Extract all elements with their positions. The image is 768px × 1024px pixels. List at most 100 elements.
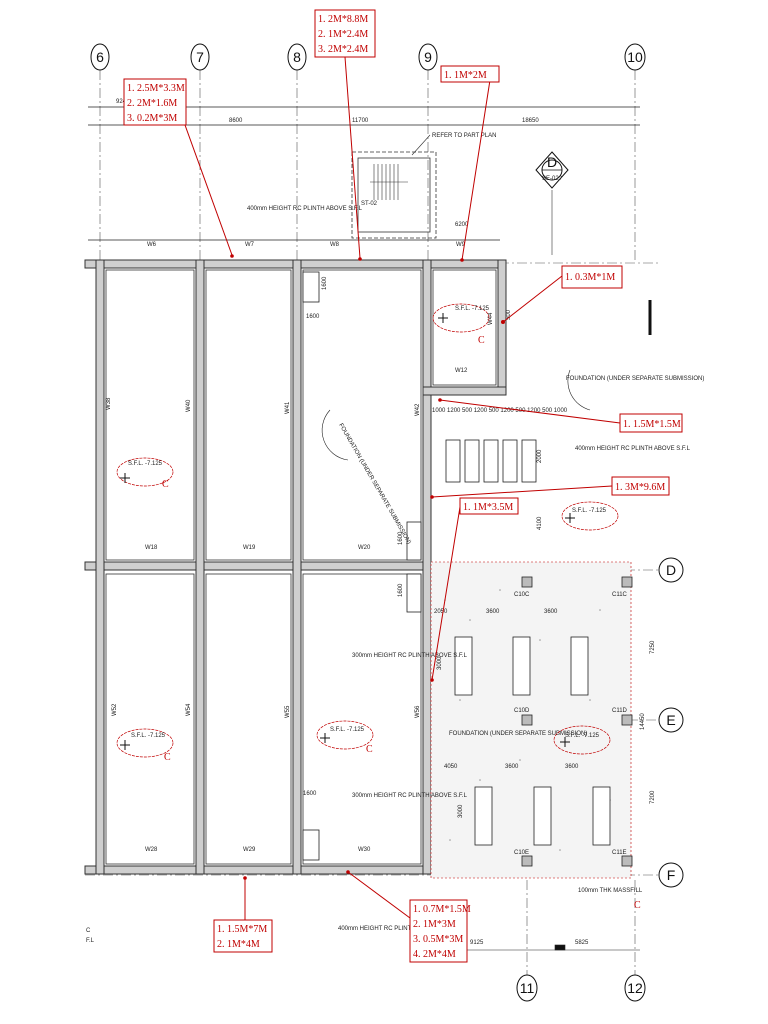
svg-text:1. 1M*2M: 1. 1M*2M (444, 70, 487, 81)
annotation-box-8: 1. 1.5M*7M 2. 1M*4M (213, 919, 273, 953)
annotation-box-5: 1. 1.5M*1.5M (619, 413, 683, 433)
side-fragment-c: C (86, 928, 91, 934)
svg-text:S.F.L. -7.125: S.F.L. -7.125 (565, 733, 600, 739)
svg-text:6200: 6200 (455, 222, 469, 228)
wall-w12: W12 (455, 368, 468, 374)
svg-text:D: D (666, 562, 676, 578)
svg-text:3600: 3600 (505, 764, 519, 770)
plinth-note-top: 400mm HEIGHT RC PLINTH ABOVE S.F.L (247, 206, 363, 212)
walls (84, 259, 507, 875)
wall-w19: W19 (243, 545, 256, 551)
wall-w52: W52 (112, 703, 118, 716)
section-marker-d: D SE-02? (535, 151, 569, 255)
wall-w55: W55 (285, 705, 291, 718)
stair-label: ST-02 (361, 201, 378, 207)
svg-text:SE-02?: SE-02? (542, 176, 563, 182)
svg-text:1. 2.5M*3.3M: 1. 2.5M*3.3M (127, 83, 185, 94)
svg-text:1. 0.7M*1.5M: 1. 0.7M*1.5M (413, 904, 471, 915)
svg-text:1. 1.5M*7M: 1. 1.5M*7M (217, 924, 267, 935)
svg-text:S.F.L. -7.125: S.F.L. -7.125 (131, 733, 166, 739)
side-fragment-fl: F.L (86, 938, 95, 944)
svg-text:3. 0.2M*3M: 3. 0.2M*3M (127, 113, 177, 124)
svg-text:2050: 2050 (434, 609, 448, 615)
grid-bubble-7: 7 (190, 43, 210, 71)
dim-11700: 11700 (352, 118, 369, 124)
wall-w6: W6 (147, 242, 157, 248)
wall-w44: W44 (488, 312, 494, 325)
svg-text:7200: 7200 (650, 790, 656, 804)
plinth-note-300-a: 300mm HEIGHT RC PLINTH ABOVE S.F.L (352, 653, 468, 659)
wall-w56: W56 (415, 705, 421, 718)
svg-text:7250: 7250 (650, 640, 656, 654)
svg-text:C: C (162, 479, 169, 490)
grid-bubble-E: E (658, 707, 684, 733)
annotation-box-3: 1. 1M*2M (440, 65, 500, 83)
room-outlines (105, 269, 497, 865)
svg-text:11: 11 (520, 980, 535, 996)
plinth-note-bottom: 400mm HEIGHT RC PLINTH ABOVE S.F.L (338, 926, 454, 932)
svg-text:2. 1M*2.4M: 2. 1M*2.4M (318, 29, 368, 40)
rev-mark-massfill: C (634, 900, 641, 911)
grid-bubble-6: 6 (90, 43, 110, 71)
refer-part-plan-note: REFER TO PART PLAN (432, 133, 496, 139)
svg-text:3600: 3600 (486, 609, 500, 615)
svg-text:9: 9 (424, 49, 432, 65)
svg-text:8: 8 (293, 49, 301, 65)
wall-w41: W41 (285, 401, 291, 414)
dim-9245: 9245 (116, 99, 130, 105)
svg-text:S.F.L. -7.125: S.F.L. -7.125 (330, 727, 365, 733)
foundation-note-1: FOUNDATION (UNDER SEPARATE SUBMISSION) (337, 423, 411, 546)
wall-w54: W54 (186, 703, 192, 716)
column-c10d: C10D (514, 708, 530, 714)
sfl-mark-5: S.F.L. -7.125 C (316, 720, 374, 755)
svg-text:2. 1M*4M: 2. 1M*4M (217, 939, 260, 950)
annotation-box-2: 1. 2M*8.8M 2. 1M*2.4M 3. 2M*2.4M (314, 9, 376, 58)
annotation-box-7: 1. 1M*3.5M (459, 497, 519, 515)
wall-w42: W42 (415, 403, 421, 416)
annotation-box-6: 1. 3M*9.6M (611, 476, 670, 496)
small-dimensions: 1600 1600 1600 1600 1600 6200 500 2000 4… (303, 222, 656, 946)
dim-8600: 8600 (229, 118, 243, 124)
svg-text:2. 2M*1.6M: 2. 2M*1.6M (127, 98, 177, 109)
plinths (302, 271, 611, 861)
grid-bubble-10: 10 (624, 43, 646, 71)
plinth-note-right: 400mm HEIGHT RC PLINTH ABOVE S.F.L (575, 446, 691, 452)
annotation-arrowheads (230, 254, 505, 880)
svg-text:10: 10 (627, 49, 643, 65)
svg-text:3600: 3600 (544, 609, 558, 615)
sfl-mark-1: S.F.L. -7.125 C (116, 457, 174, 490)
wall-w20: W20 (358, 545, 371, 551)
plinth-note-300-b: 300mm HEIGHT RC PLINTH ABOVE S.F.L (352, 793, 468, 799)
column-c11e: C11E (612, 850, 627, 856)
svg-text:3000: 3000 (437, 656, 443, 670)
svg-text:6: 6 (96, 49, 104, 65)
svg-text:D: D (547, 154, 557, 170)
svg-text:3. 2M*2.4M: 3. 2M*2.4M (318, 44, 368, 55)
svg-text:4. 2M*4M: 4. 2M*4M (413, 949, 456, 960)
grid-bubble-11: 11 (516, 974, 538, 1002)
dim-18650: 18650 (522, 118, 539, 124)
wall-w30: W30 (358, 847, 371, 853)
sfl-mark-3: S.F.L. -7.125 (561, 501, 619, 531)
foundation-note-2: FOUNDATION (UNDER SEPARATE SUBMISSION) (566, 376, 704, 382)
sfl-mark-2: S.F.L. -7.125 C (432, 303, 490, 346)
svg-text:3000: 3000 (458, 804, 464, 818)
svg-text:9125: 9125 (470, 940, 484, 946)
sfl-mark-6: S.F.L. -7.125 (553, 725, 611, 755)
svg-text:1. 1.5M*1.5M: 1. 1.5M*1.5M (623, 419, 681, 430)
stair-st02: ST-02 (351, 151, 437, 239)
sfl-mark-4: S.F.L. -7.125 C (116, 728, 174, 763)
svg-text:S.F.L. -7.125: S.F.L. -7.125 (455, 306, 490, 312)
svg-text:S.F.L. -7.125: S.F.L. -7.125 (128, 461, 163, 467)
svg-text:12: 12 (627, 980, 643, 996)
svg-text:2. 1M*3M: 2. 1M*3M (413, 919, 456, 930)
massfill-note: 100mm THK MASSFILL (578, 888, 643, 894)
svg-text:14450: 14450 (640, 713, 646, 730)
annotation-box-9: 1. 0.7M*1.5M 2. 1M*3M 3. 0.5M*3M 4. 2M*4… (409, 899, 471, 963)
svg-text:4050: 4050 (444, 764, 458, 770)
wall-w18: W18 (145, 545, 158, 551)
svg-text:S.F.L. -7.125: S.F.L. -7.125 (572, 508, 607, 514)
svg-text:3. 0.5M*3M: 3. 0.5M*3M (413, 934, 463, 945)
grid-bubble-9: 9 (418, 43, 438, 71)
